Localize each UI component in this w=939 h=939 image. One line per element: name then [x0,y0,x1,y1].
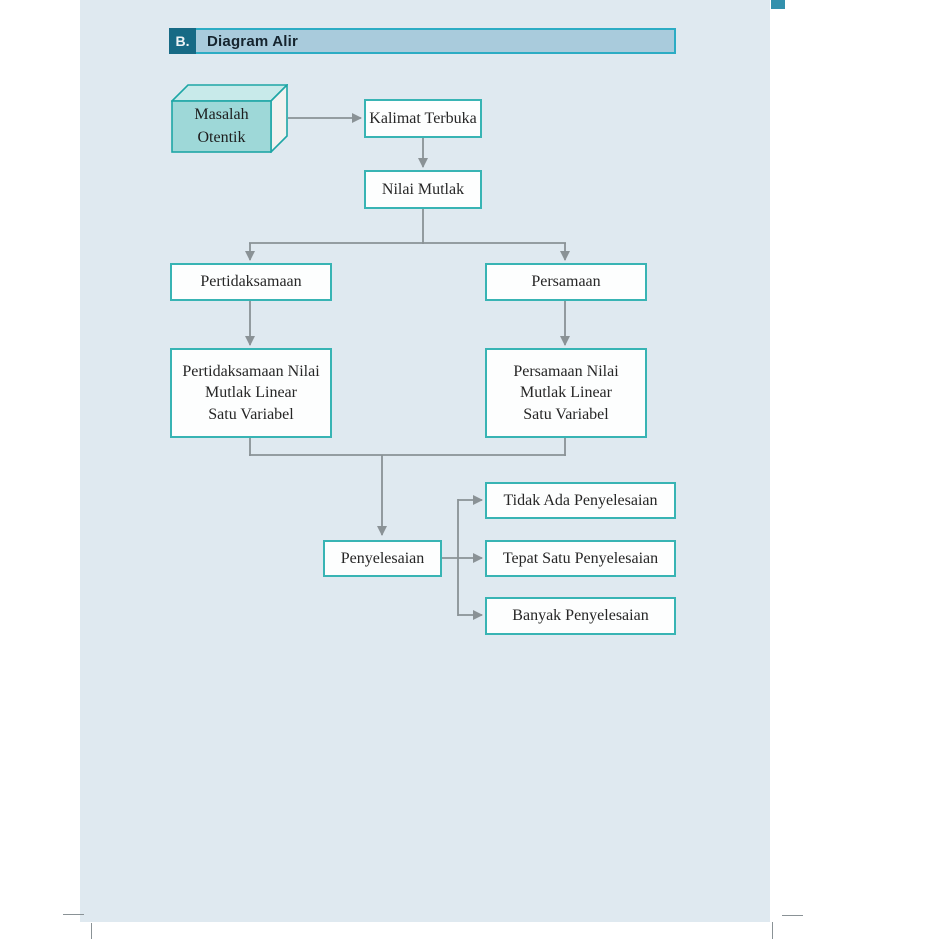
section-title: Diagram Alir [207,32,299,50]
cuboid-shape [171,84,288,153]
flow-node-tepat-satu-penyelesaian: Tepat Satu Penyelesaian [485,540,676,577]
section-header-bar: Diagram Alir [169,28,676,54]
textbook-page [80,0,770,922]
cuboid-front-face [171,100,272,153]
flow-node-kalimat-terbuka: Kalimat Terbuka [364,99,482,138]
crop-mark-bottom-left-vertical [91,923,92,939]
flow-node-tidak-ada-penyelesaian: Tidak Ada Penyelesaian [485,482,676,519]
flow-node-pertidaksamaan: Pertidaksamaan [170,263,332,301]
flow-node-persamaan: Persamaan [485,263,647,301]
crop-mark-bottom-right-vertical [772,922,773,939]
flow-node-penyelesaian: Penyelesaian [323,540,442,577]
flow-node-nilai-mutlak: Nilai Mutlak [364,170,482,209]
flow-node-persamaan-nilai-mutlak: Persamaan Nilai Mutlak Linear Satu Varia… [485,348,647,438]
crop-mark-bottom-left-horizontal [63,914,84,915]
flow-node-masalah-otentik: Masalah Otentik [171,84,288,153]
cuboid-top-face [171,84,288,102]
flow-node-banyak-penyelesaian: Banyak Penyelesaian [485,597,676,635]
flow-node-label: Masalah Otentik [194,105,249,146]
section-index-badge: B. [169,28,196,54]
page-corner-accent [771,0,785,9]
flow-node-pertidaksamaan-nilai-mutlak: Pertidaksamaan Nilai Mutlak Linear Satu … [170,348,332,438]
crop-mark-bottom-right-horizontal [782,915,803,916]
